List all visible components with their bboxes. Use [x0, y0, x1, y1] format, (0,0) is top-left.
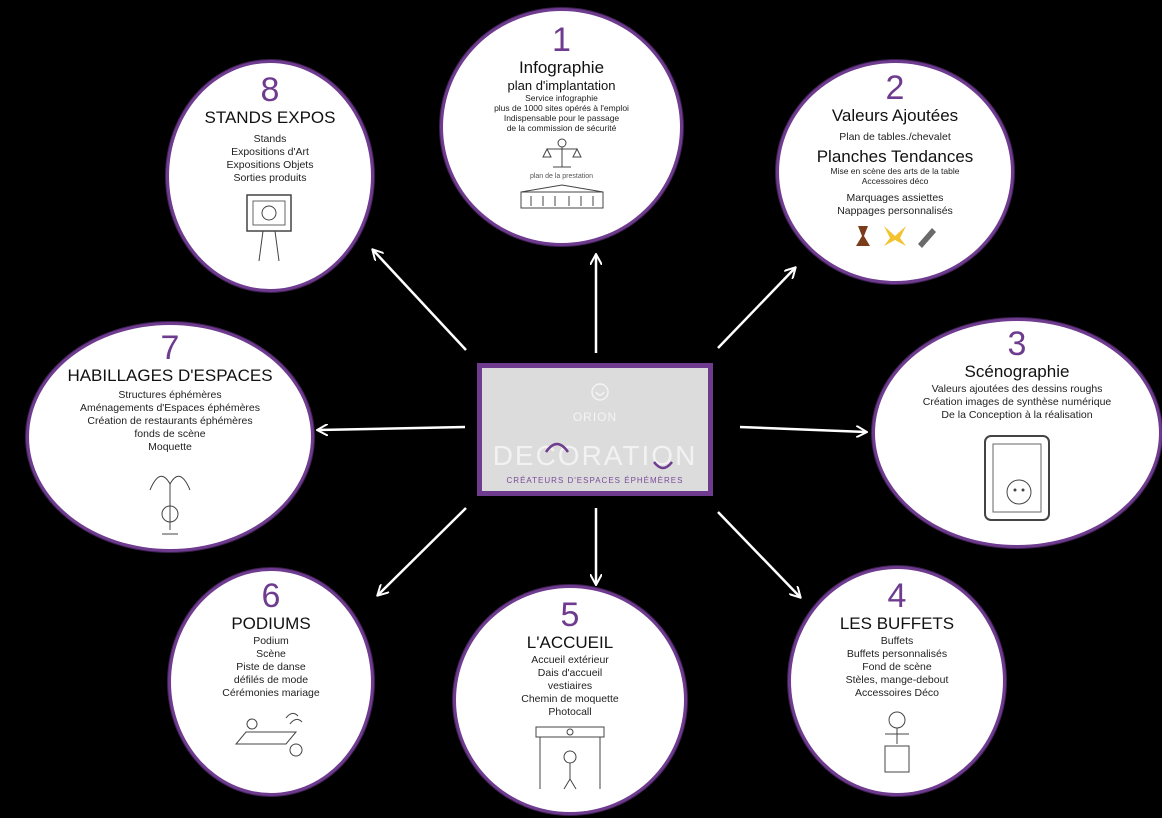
node-line: plus de 1000 sites opérés à l'emploi: [494, 103, 629, 113]
logo-main-text: DECORATION: [492, 440, 698, 471]
building-sketch-icon: [520, 184, 603, 209]
node-title: Valeurs Ajoutées: [831, 106, 959, 125]
node-line: Aménagements d'Espaces éphémères: [79, 402, 261, 414]
node-line: Photocall: [548, 706, 592, 718]
node-line: Création de restaurants éphémères: [87, 415, 253, 427]
node-line: Valeurs ajoutées des dessins roughs: [931, 383, 1103, 395]
node-line: Chemin de moquette: [521, 693, 619, 705]
node-line: Piste de danse: [236, 661, 306, 673]
node-habillages-espaces: 7 HABILLAGES D'ESPACES Structures éphémè…: [26, 322, 314, 552]
node-podiums: 6 PODIUMS Podium Scène Piste de danse dé…: [168, 568, 374, 796]
node-line: Moquette: [148, 441, 192, 453]
node-line: Sorties produits: [233, 172, 307, 184]
node-line: Création images de synthèse numérique: [922, 396, 1112, 408]
structure-sketch-icon: [149, 475, 191, 535]
node-line: Podium: [253, 635, 289, 647]
node-number: 7: [160, 329, 180, 367]
node-line: Mise en scène des arts de la table: [830, 166, 960, 176]
node-number: 8: [260, 71, 280, 109]
node-line: défilés de mode: [233, 674, 309, 686]
logo-icon: [591, 383, 609, 401]
logo-subtitle: CRÉATEURS D'ESPACES ÉPHÉMÈRES: [506, 476, 684, 485]
node-line: Expositions Objets: [226, 159, 314, 171]
frame-sketch-icon: [984, 435, 1050, 521]
decor-items-icon: [856, 226, 936, 248]
arrow-to-6: [378, 507, 467, 595]
node-heading: Planches Tendances: [816, 147, 974, 166]
arrow-to-4: [717, 511, 800, 597]
node-title: Scénographie: [964, 362, 1070, 381]
node-infographie: 1 Infographie plan d'implantation Servic…: [440, 8, 683, 246]
node-line: de la commission de sécurité: [506, 123, 617, 133]
node-line: vestiaires: [547, 680, 593, 692]
node-line: Scène: [256, 648, 286, 660]
node-line: Dais d'accueil: [537, 667, 603, 679]
node-title: L'ACCUEIL: [526, 633, 614, 652]
arrow-to-8: [373, 250, 467, 351]
node-title: STANDS EXPOS: [204, 108, 336, 127]
logo-top-text: ORION: [572, 410, 618, 424]
node-number: 6: [261, 577, 281, 615]
welcome-arch-sketch-icon: [535, 726, 605, 790]
node-line: Nappages personnalisés: [837, 205, 953, 217]
node-line: Marquages assiettes: [846, 192, 944, 204]
arrow-to-7: [318, 427, 466, 430]
node-line: De la Conception à la réalisation: [941, 409, 1093, 421]
buffet-figure-sketch-icon: [884, 711, 910, 773]
node-number: 2: [885, 69, 905, 107]
arrow-to-2: [717, 268, 795, 349]
node-title: HABILLAGES D'ESPACES: [67, 366, 273, 385]
node-line: Plan de tables./chevalet: [839, 131, 951, 143]
node-line: plan d'implantation: [507, 78, 616, 93]
smile-right-icon: [653, 461, 673, 470]
node-number: 5: [560, 596, 580, 634]
node-title: Infographie: [518, 58, 605, 77]
node-line: Accessoires déco: [861, 176, 929, 186]
node-title: LES BUFFETS: [839, 614, 955, 633]
node-line: Buffets: [880, 635, 914, 647]
node-line: Cérémonies mariage: [222, 687, 320, 699]
node-line: Fond de scène: [862, 661, 932, 673]
node-number: 3: [1007, 325, 1027, 363]
node-scenographie: 3 Scénographie Valeurs ajoutées des dess…: [872, 318, 1162, 548]
easel-sketch-icon: [246, 194, 292, 262]
wheelbarrow-sketch-icon: [234, 712, 303, 757]
node-buffets: 4 LES BUFFETS Buffets Buffets personnali…: [788, 566, 1006, 796]
node-number: 4: [887, 577, 907, 615]
node-line: Stands: [253, 133, 287, 145]
sketch-caption: plan de la prestation: [529, 173, 594, 180]
node-line: Accessoires Déco: [854, 687, 940, 699]
arrow-to-3: [739, 427, 866, 432]
node-valeurs-ajoutees: 2 Valeurs Ajoutées Plan de tables./cheva…: [776, 60, 1014, 284]
scales-sketch-icon: [541, 138, 582, 168]
node-line: Accueil extérieur: [531, 654, 609, 666]
node-line: Service infographie: [525, 93, 598, 103]
node-line: fonds de scène: [134, 428, 206, 440]
smile-left-icon: [544, 442, 570, 453]
node-line: Stèles, mange-debout: [845, 674, 949, 686]
node-line: Indispensable pour le passage: [503, 113, 620, 123]
node-stands-expos: 8 STANDS EXPOS Stands Expositions d'Art …: [166, 60, 374, 292]
node-line: Structures éphémères: [118, 389, 222, 401]
node-line: Buffets personnalisés: [846, 648, 948, 660]
node-title: PODIUMS: [231, 614, 311, 633]
node-line: Expositions d'Art: [231, 146, 309, 158]
node-accueil: 5 L'ACCUEIL Accueil extérieur Dais d'acc…: [453, 585, 687, 815]
node-number: 1: [552, 21, 571, 59]
center-logo-box: ORION DECORATION CRÉATEURS D'ESPACES ÉPH…: [477, 363, 713, 496]
